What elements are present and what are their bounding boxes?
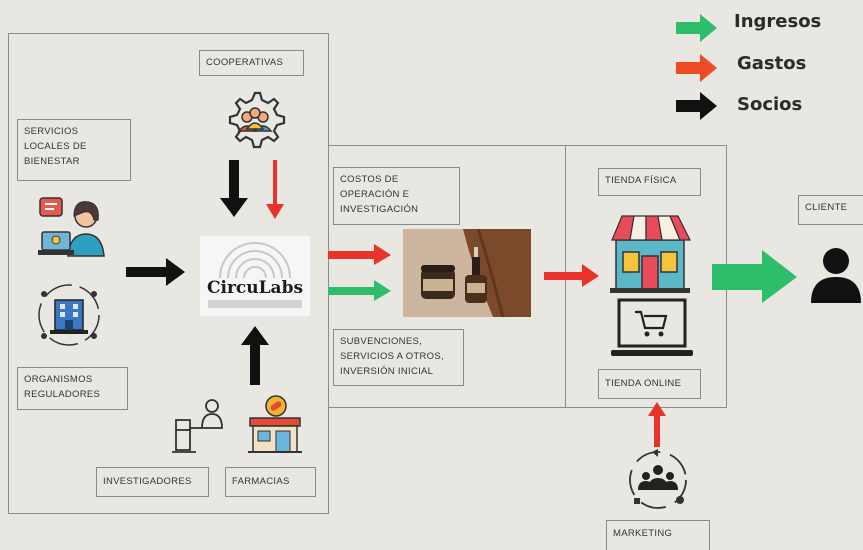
- label-tienda-fisica: TIENDA FÍSICA: [598, 168, 701, 196]
- arrow-product-to-tienda: [544, 264, 599, 287]
- circulabs-logo: CircuLabs: [200, 236, 310, 316]
- government-building-icon: [38, 284, 100, 346]
- legend-arrow-socios: [676, 92, 717, 120]
- pharmacy-store-icon: [248, 395, 302, 453]
- label-cooperativas: COOPERATIVAS: [199, 50, 304, 76]
- arrow-farmacias-to-circulabs: [241, 326, 269, 385]
- arrow-cliente-to-tienda-ingresos: [712, 250, 797, 303]
- online-cart-icon: [611, 298, 693, 356]
- arrow-gastos-costos: [328, 244, 391, 265]
- label-costos: COSTOS DE OPERACIÓN E INVESTIGACIÓN: [333, 167, 460, 225]
- arrow-cooperativas-to-circulabs: [220, 160, 248, 217]
- marketing-people-icon: [629, 449, 687, 509]
- legend-label-gastos: Gastos: [737, 53, 807, 74]
- legend-label-ingresos: Ingresos: [734, 11, 822, 32]
- legend-arrow-ingresos: [676, 14, 717, 42]
- cooperative-gear-icon: [228, 91, 286, 149]
- arrow-ingresos-subvenciones: [328, 280, 391, 301]
- label-cliente: CLIENTE: [798, 195, 863, 225]
- arrow-marketing-to-tienda: [648, 402, 666, 447]
- arrow-circulabs-to-cooperativas-gastos: [266, 160, 284, 219]
- legend-arrow-gastos: [676, 54, 717, 82]
- circulabs-wordmark: CircuLabs: [206, 278, 304, 298]
- arrow-servicios-to-circulabs: [126, 258, 185, 286]
- label-investigadores: INVESTIGADORES: [96, 467, 209, 497]
- label-tienda-online: TIENDA ONLINE: [598, 369, 701, 399]
- product-bottles-image: [403, 229, 531, 317]
- label-marketing: MARKETING: [606, 520, 710, 550]
- label-servicios: SERVICIOS LOCALES DE BIENESTAR: [17, 119, 131, 181]
- customer-person-icon: [811, 248, 861, 303]
- researcher-microscope-icon: [172, 399, 223, 453]
- label-farmacias: FARMACIAS: [225, 467, 316, 497]
- support-agent-icon: [38, 197, 105, 257]
- label-subvenciones: SUBVENCIONES, SERVICIOS A OTROS, INVERSI…: [333, 329, 464, 386]
- label-organismos: ORGANISMOS REGULADORES: [17, 367, 128, 410]
- legend-label-socios: Socios: [737, 94, 803, 115]
- storefront-icon: [610, 215, 691, 293]
